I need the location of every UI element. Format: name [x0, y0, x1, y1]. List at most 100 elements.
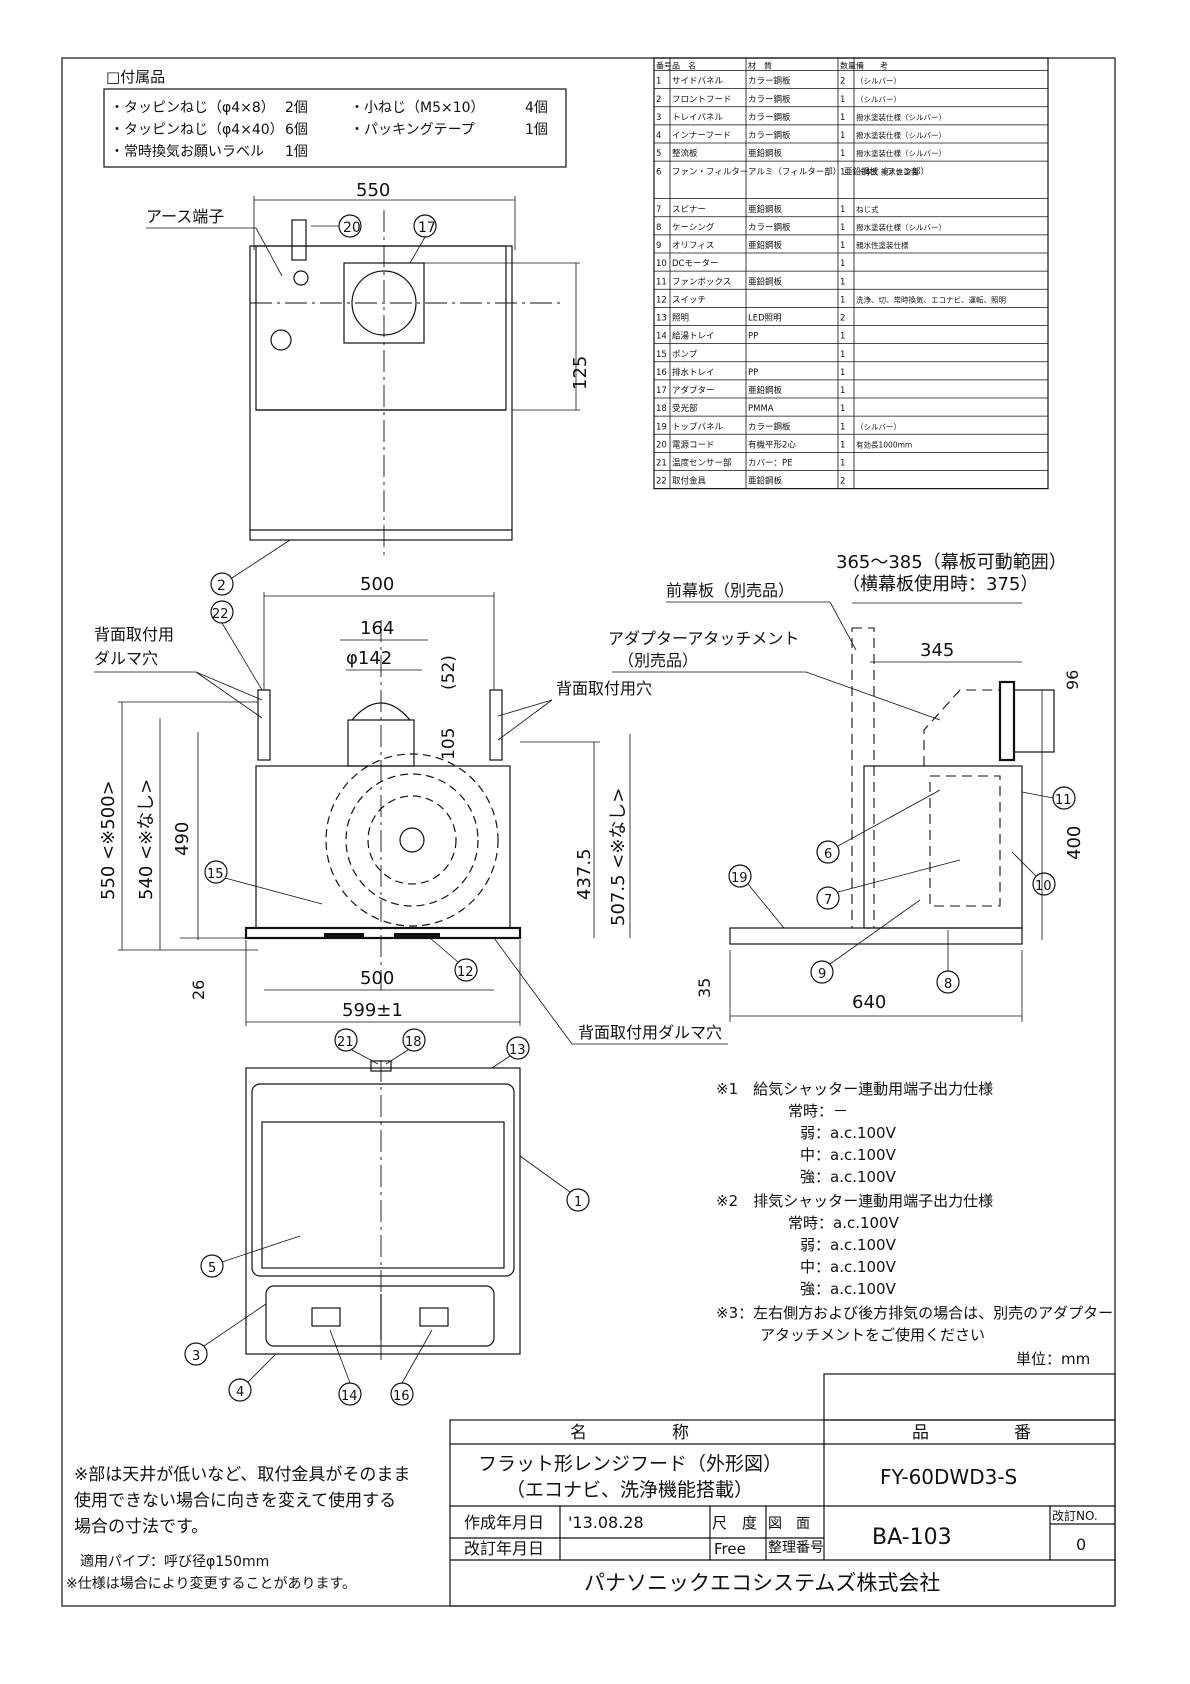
parts-cell: 亜鉛鋼板	[748, 240, 783, 251]
svg-text:10: 10	[1035, 879, 1052, 894]
parts-cell: PP	[748, 332, 758, 342]
parts-header-cell: 番号	[656, 61, 672, 71]
parts-cell: カラー鋼板	[748, 76, 791, 87]
note-2c: 中：a.c.100V	[800, 1258, 897, 1276]
svg-text:16: 16	[393, 1389, 410, 1404]
parts-cell: DCモーター	[672, 259, 718, 269]
parts-cell: 1	[840, 459, 845, 469]
parts-cell: 20	[656, 440, 667, 450]
note-1b: 弱：a.c.100V	[800, 1124, 897, 1142]
dim-540: 540 <※なし>	[136, 779, 157, 900]
parts-cell: カラー鋼板	[748, 421, 791, 432]
svg-text:17: 17	[418, 220, 436, 236]
dim-507: 507.5 <※なし>	[608, 788, 629, 927]
parts-cell: インナーフード	[672, 131, 731, 141]
parts-cell: 照明	[672, 314, 689, 324]
svg-text:20: 20	[343, 220, 361, 236]
svg-text:14: 14	[341, 1389, 358, 1404]
earth-terminal-label: アース端子	[146, 207, 224, 226]
parts-cell: スイッチ	[672, 295, 706, 305]
parts-cell: 1	[840, 422, 845, 432]
parts-cell: トップパネル	[672, 422, 724, 432]
parts-cell: 1	[840, 223, 845, 233]
parts-cell: 14	[656, 332, 667, 342]
parts-cell: 亜鉛鋼板	[748, 385, 783, 396]
pipe-note: 適用パイプ：呼び径φ150mm	[80, 1553, 269, 1570]
parts-header-cell: 品 名	[672, 61, 696, 71]
parts-cell: スピナー	[672, 205, 706, 215]
svg-text:13: 13	[509, 1043, 526, 1058]
svg-text:15: 15	[207, 867, 224, 882]
rear-daruma-bottom-label: 背面取付用ダルマ穴	[578, 1023, 722, 1042]
parts-cell: 1	[840, 241, 845, 251]
note-3a: ※3：左右側方および後方排気の場合は、別売のアダプター	[716, 1304, 1113, 1322]
accessory-name: ・小ねじ（M5×10）	[350, 100, 485, 116]
parts-header-cell: 数量	[840, 61, 856, 71]
parts-cell: アダプター	[672, 385, 715, 396]
parts-cell: 有効長1000mm	[856, 439, 912, 449]
accessory-qty: 4個	[525, 100, 548, 116]
bottom-view: 21 18 13 1 5 3 4 14 16	[184, 1028, 590, 1406]
bottom-view-body	[245, 1067, 521, 1355]
parts-header-cell: 材 質	[748, 61, 772, 71]
dim-599: 599±1	[342, 1000, 403, 1021]
accessory-name: ・常時換気お願いラベル	[110, 144, 264, 160]
parts-cell: 4	[656, 131, 661, 141]
rear-daruma-label: ダルマ穴	[94, 649, 158, 668]
note-1d: 強：a.c.100V	[800, 1168, 897, 1186]
scale-value: Free	[714, 1540, 746, 1558]
dim-345: 345	[920, 640, 954, 661]
parts-cell: カラー鋼板	[748, 112, 791, 123]
top-view-body	[249, 245, 513, 541]
parts-cell: 1	[840, 95, 845, 105]
parts-cell: 9	[656, 241, 661, 251]
product-number: FY-60DWD3-S	[880, 1465, 1017, 1489]
parts-cell: カバー：PE	[748, 459, 793, 469]
parts-cell: オリフィス	[672, 241, 714, 251]
parts-cell: カラー鋼板	[748, 222, 791, 233]
footnote-line: 場合の寸法です。	[74, 1517, 208, 1537]
dim-105: 105	[439, 728, 459, 760]
accessories-title: □付属品	[106, 68, 165, 86]
parts-cell: 1	[840, 205, 845, 215]
parts-cell: 6	[656, 167, 661, 177]
note-2d: 強：a.c.100V	[800, 1280, 897, 1298]
svg-text:11: 11	[1055, 793, 1072, 808]
dim-125: 125	[570, 356, 591, 390]
svg-text:5: 5	[208, 1261, 216, 1276]
parts-table-border	[653, 57, 1049, 490]
parts-cell: 2	[840, 314, 845, 324]
parts-cell: 1	[840, 113, 845, 123]
parts-cell: フロントフード	[672, 95, 732, 105]
company-name: パナソニックエコシステムズ株式会社	[584, 1571, 940, 1595]
accessories-box	[103, 88, 567, 168]
svg-text:18: 18	[405, 1035, 422, 1050]
dim-top-width: 550	[356, 180, 390, 201]
parts-cell: 給湯トレイ	[672, 331, 715, 342]
svg-text:8: 8	[944, 977, 952, 992]
range-label-2: （横幕板使用時：375）	[842, 574, 1038, 595]
parts-cell: 亜鉛鋼板	[748, 204, 783, 215]
parts-cell: 11	[656, 277, 667, 287]
dim-96: 96	[1063, 670, 1082, 690]
parts-cell: 1	[840, 167, 845, 177]
rear-daruma-label: 背面取付用	[94, 625, 174, 644]
parts-cell: ポンプ	[672, 350, 698, 360]
parts-cell: 8	[656, 223, 661, 233]
parts-cell: 1	[840, 259, 845, 269]
dim-142: φ142	[346, 648, 392, 669]
parts-cell: 1	[840, 404, 845, 414]
parts-cell: 電源コード	[672, 440, 715, 450]
parts-cell: 1	[840, 386, 845, 396]
rear-mount-hole-label: 背面取付用穴	[556, 679, 652, 698]
dim-26: 26	[189, 980, 208, 1000]
parts-cell: 一体式 親水性塗装	[856, 166, 919, 176]
note-2: ※2 排気シャッター連動用端子出力仕様	[716, 1192, 993, 1210]
dim-400: 400	[1064, 826, 1085, 860]
dim-500-bottom: 500	[360, 968, 394, 989]
parts-cell: 19	[656, 422, 667, 432]
parts-cell: 5	[656, 149, 661, 159]
accessory-name: ・タッピンねじ（φ4×40）	[110, 122, 284, 138]
title-block: 名 称 品 番 フラット形レンジフード（外形図） （エコナビ、洗浄機能搭載） F…	[449, 1373, 1116, 1607]
footnote-line: ※部は天井が低いなど、取付金具がそのまま	[74, 1465, 410, 1485]
